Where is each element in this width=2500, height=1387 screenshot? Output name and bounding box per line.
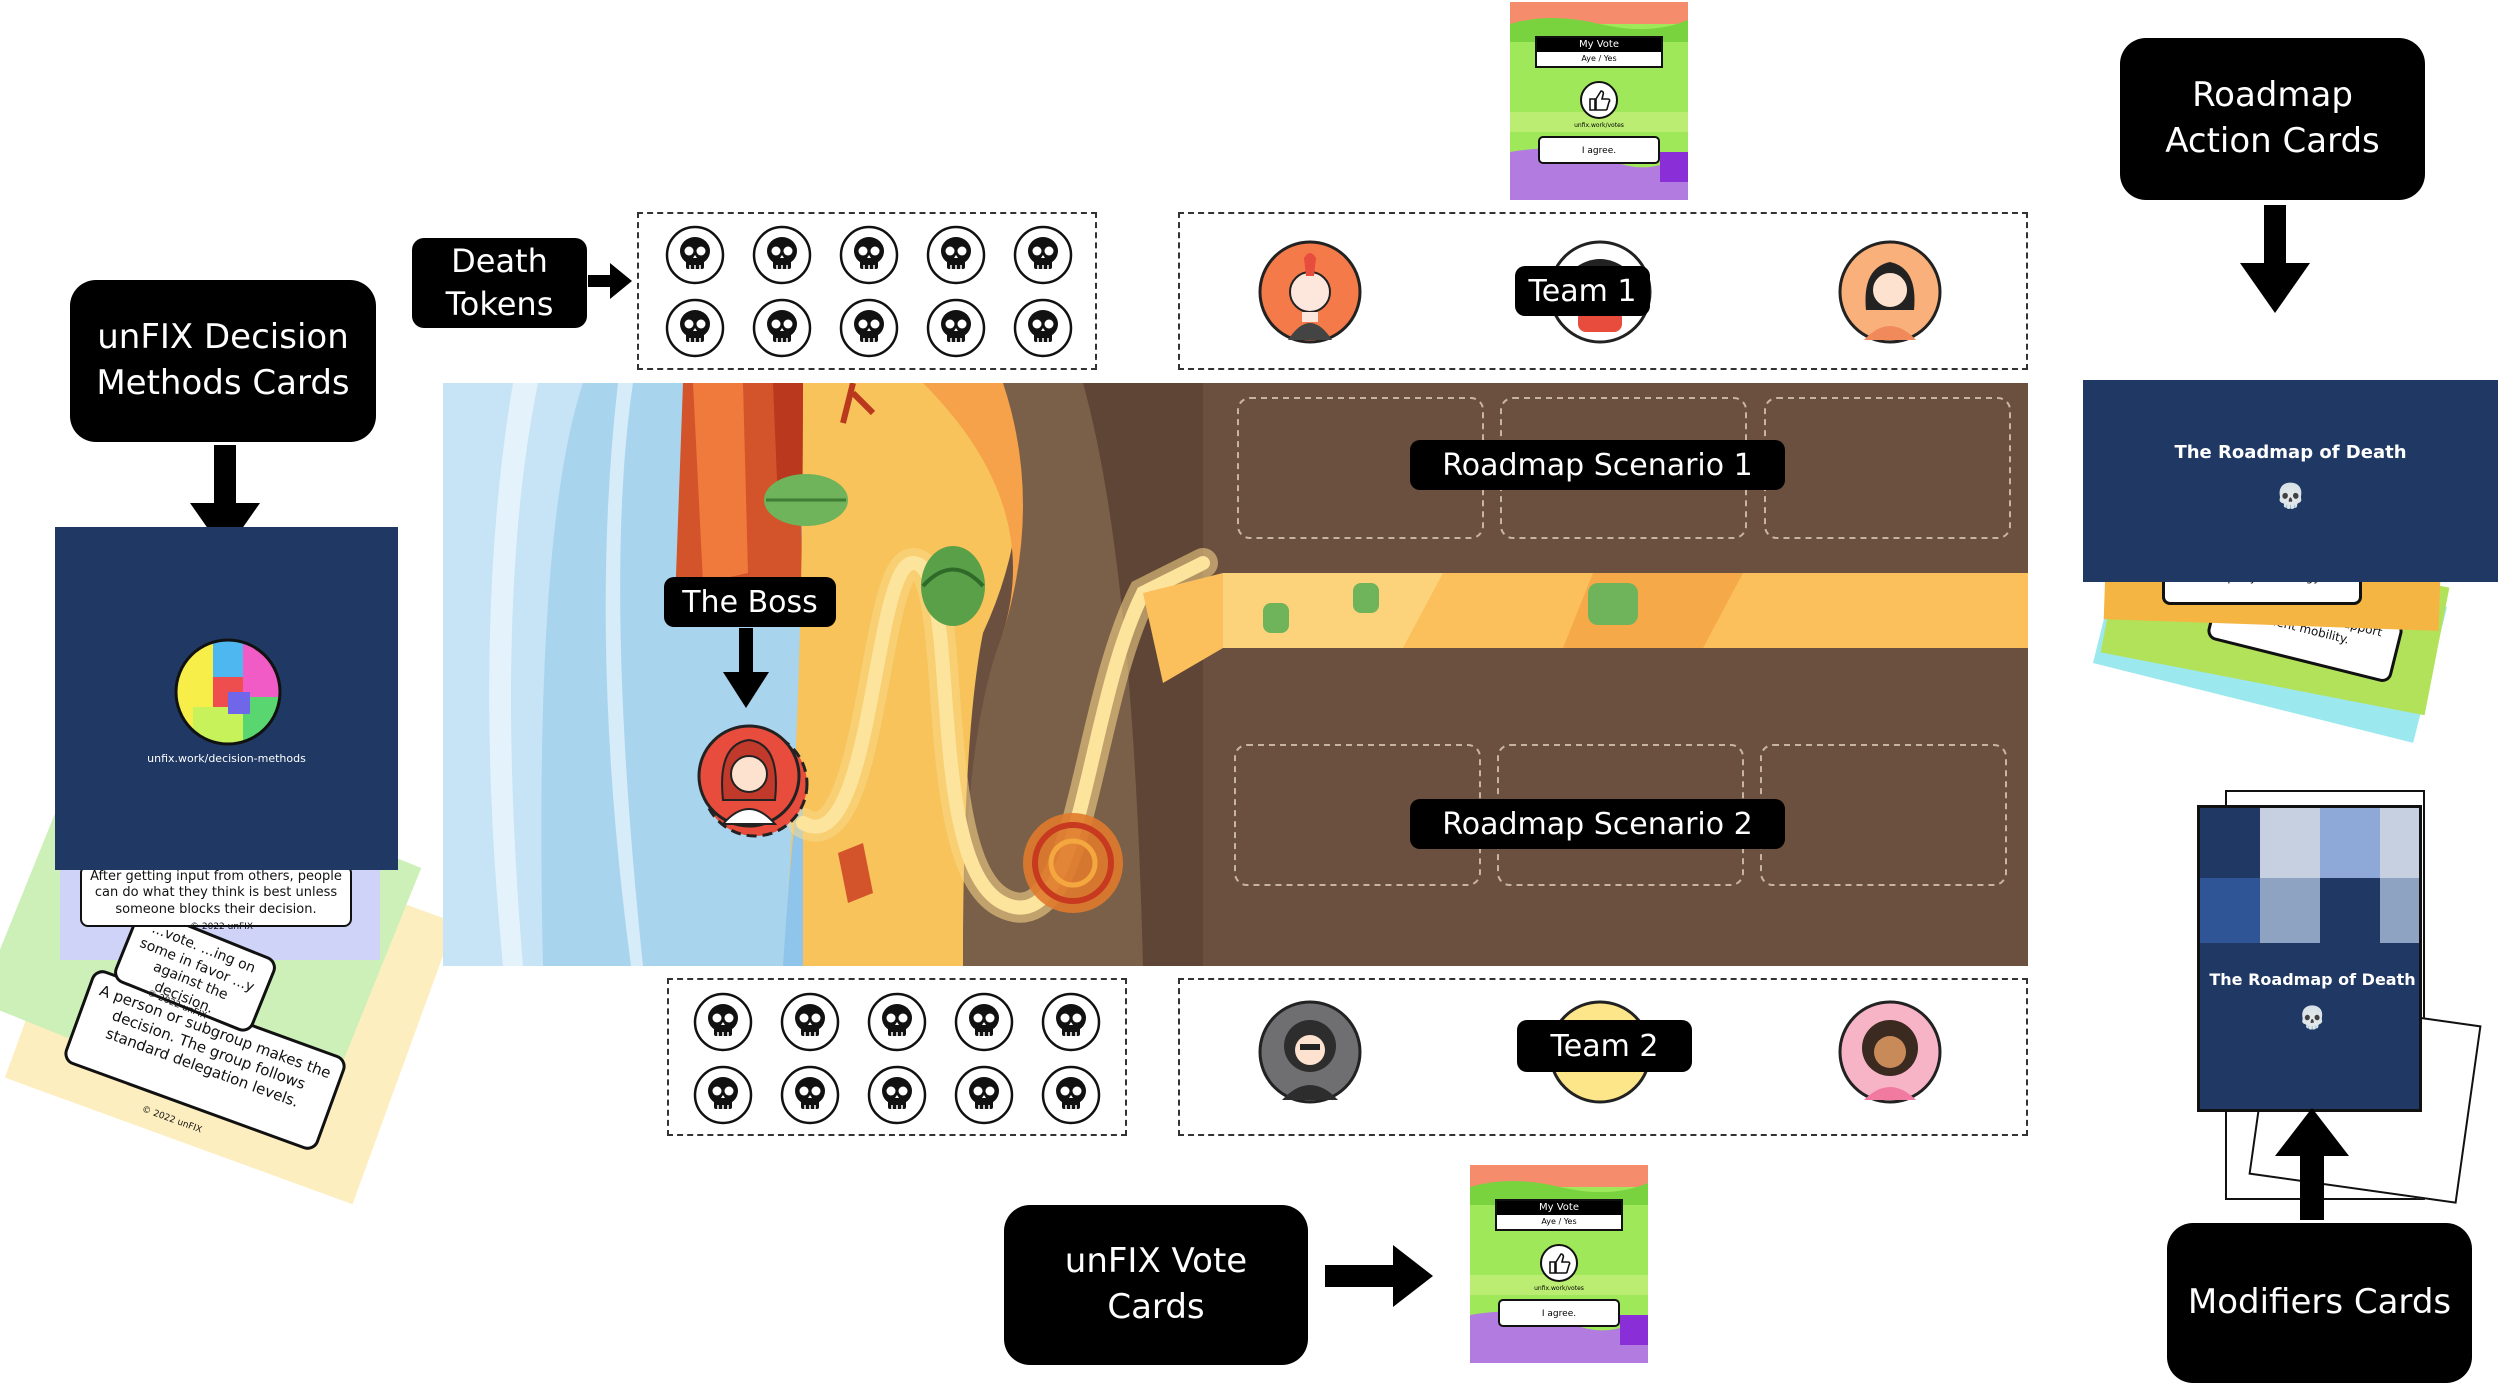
vote-card-top-sub: Aye / Yes [1581,54,1617,63]
player-hoodie-avatar [1258,1000,1362,1104]
decision-card-1-copyright: © 2022 unFIX [190,922,254,932]
skull-token-icon [926,225,986,289]
decision-card-text-1: After getting input from others, people … [80,865,352,927]
vote-cards-label: unFIX Vote Cards [1004,1205,1308,1365]
game-board [443,383,2028,966]
death-token-tray-bottom [667,978,1127,1136]
skull-token-icon [780,1065,840,1129]
player-curly-avatar [1838,1000,1942,1104]
thumbs-up-icon [1540,1244,1578,1282]
skull-token-icon [867,992,927,1056]
vote-card-bottom: My Vote Aye / Yes unfix.work/votes I agr… [1470,1165,1648,1363]
skull-token-icon [954,992,1014,1056]
arrow-down-icon [2240,205,2310,313]
vote-card-bottom-url: unfix.work/votes [1534,1285,1584,1292]
team1-label: Team 1 [1515,266,1650,316]
team2-label: Team 2 [1517,1020,1692,1072]
skull-token-icon [839,225,899,289]
skull-token-icon [752,298,812,362]
vote-card-bottom-agree: I agree. [1498,1299,1620,1327]
arrow-right-icon [1325,1245,1433,1307]
roadmap-scenario-1-label: Roadmap Scenario 1 [1410,440,1785,490]
skull-token-icon [752,225,812,289]
skull-token-icon [926,298,986,362]
arrow-up-icon [2275,1108,2349,1220]
skull-icon: 💀 [2275,482,2306,510]
modifiers-label: Modifiers Cards [2167,1223,2472,1383]
roadmap-action-deck: The Roadmap of Death 💀 [2083,380,2498,582]
skull-token-icon [693,992,753,1056]
skull-icon: 💀 [2298,1006,2327,1031]
player-punk-avatar [1258,240,1362,344]
modifier-deck: The Roadmap of Death 💀 [2197,805,2422,1112]
skull-token-icon [954,1065,1014,1129]
cactus-icon [764,474,848,526]
vote-card-top-agree: I agree. [1538,136,1660,164]
boss-avatar [697,724,809,838]
skull-token-icon [1013,298,1073,362]
skull-token-icon [1041,1065,1101,1129]
skull-token-icon [665,298,725,362]
decision-deck-url: unfix.work/decision-methods [147,752,306,765]
team2-tray [1178,978,2028,1136]
player-woman-avatar [1838,240,1942,344]
skull-token-icon [867,1065,927,1129]
vote-card-bottom-header: My Vote [1497,1201,1621,1215]
skull-token-icon [1041,992,1101,1056]
death-token-tray-top [637,212,1097,370]
decision-methods-deck: unfix.work/decision-methods [55,527,398,870]
unfix-logo-icon [174,638,282,746]
roadmap-action-label: Roadmap Action Cards [2120,38,2425,200]
vote-card-top-header: My Vote [1537,38,1661,52]
modifier-deck-title: The Roadmap of Death [2209,970,2416,989]
skull-token-icon [1013,225,1073,289]
skull-token-icon [839,298,899,362]
vote-card-bottom-sub: Aye / Yes [1541,1217,1577,1226]
team1-tray [1178,212,2028,370]
arrow-right-icon [588,263,632,299]
the-boss-label: The Boss [664,577,836,627]
death-tokens-label: Death Tokens [412,238,587,328]
decision-methods-label: unFIX Decision Methods Cards [70,280,376,442]
skull-token-icon [693,1065,753,1129]
vote-card-top: My Vote Aye / Yes unfix.work/votes I agr… [1510,2,1688,200]
arrow-down-icon [723,628,769,708]
thumbs-up-icon [1580,81,1618,119]
skull-token-icon [665,225,725,289]
roadmap-deck-title: The Roadmap of Death [2174,442,2407,463]
skull-token-icon [780,992,840,1056]
roadmap-scenario-2-label: Roadmap Scenario 2 [1410,799,1785,849]
vote-card-top-url: unfix.work/votes [1574,122,1624,129]
